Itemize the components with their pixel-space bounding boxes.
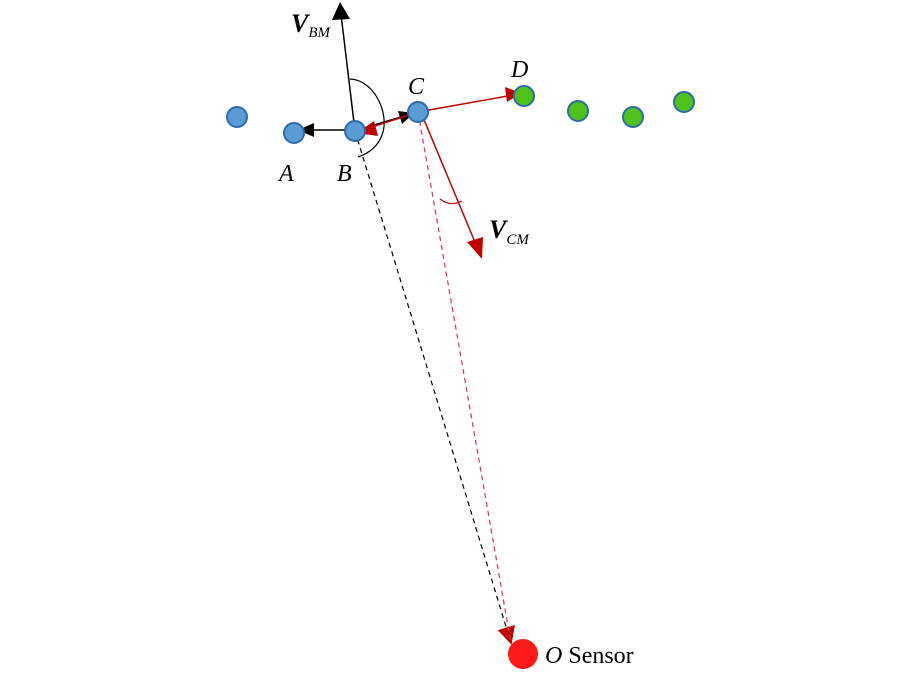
node-blue-1	[226, 106, 248, 128]
node-b	[344, 120, 366, 142]
label-v-bm-sub: BM	[308, 25, 331, 41]
arrow-b-to-a-head	[298, 123, 314, 137]
label-o: O	[545, 643, 562, 669]
node-c	[407, 101, 429, 123]
label-v-cm: VCM	[489, 215, 530, 248]
label-b: B	[337, 161, 352, 187]
dashed-line-b-to-sensor	[354, 130, 515, 645]
v-bm-vector-head	[332, 2, 350, 20]
node-d	[513, 85, 535, 107]
node-green-2	[567, 100, 589, 122]
angle-arc-b	[349, 78, 385, 158]
label-v-cm-main: V	[489, 215, 509, 244]
label-c: C	[408, 74, 425, 100]
arrow-c-to-d-head	[505, 87, 521, 102]
arrow-c-to-d	[417, 94, 514, 113]
label-v-bm-main: V	[291, 9, 311, 38]
label-a: A	[277, 161, 294, 187]
angle-arc-c	[439, 198, 463, 205]
v-bm-vector	[336, 5, 356, 132]
label-v-cm-sub: CM	[506, 232, 530, 248]
dashed-line-c-to-sensor	[417, 111, 512, 644]
sensor-node	[508, 639, 538, 669]
node-green-4	[673, 91, 695, 113]
node-green-3	[622, 106, 644, 128]
label-d: D	[510, 57, 528, 83]
v-cm-vector	[419, 109, 478, 248]
v-cm-vector-head	[467, 237, 483, 259]
label-v-bm: VBM	[291, 9, 332, 41]
label-sensor-text: Sensor	[568, 643, 633, 669]
node-a	[283, 122, 305, 144]
